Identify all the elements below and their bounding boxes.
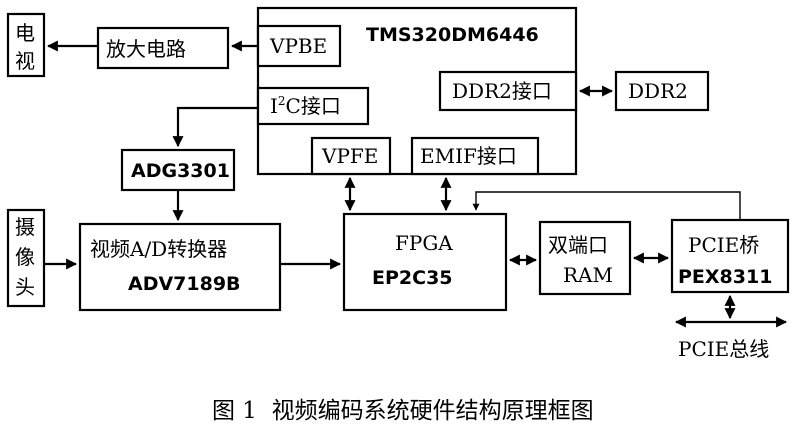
ddr2-label: DDR2	[628, 79, 688, 103]
camera-label-1: 摄	[15, 215, 35, 239]
tv-label: 电视	[15, 21, 35, 73]
dsp-label: TMS320DM6446	[366, 24, 539, 46]
fpga-block	[342, 212, 508, 312]
vpfe-block	[310, 136, 392, 176]
i2c-label: I2C接口	[270, 94, 341, 118]
camera-label-3: 头	[15, 275, 35, 299]
camera-block	[6, 208, 46, 308]
i2c-block	[256, 86, 370, 126]
pcie-bridge-block	[670, 218, 790, 294]
ddr2-interface-label: DDR2接口	[452, 79, 552, 103]
vpfe-label: VPFE	[321, 144, 378, 168]
pcie-to-fpga-line	[472, 191, 741, 220]
pcie-bridge-label-line2: PEX8311	[678, 266, 772, 288]
ram-label-line2: RAM	[563, 263, 613, 287]
figure-caption: 图 1 视频编码系统硬件结构原理框图	[212, 398, 594, 424]
pcie-bus-label: PCIE总线	[678, 337, 769, 361]
ddr2-block	[614, 70, 710, 112]
vpbe-block	[256, 24, 342, 68]
ddr2-interface-block	[438, 70, 578, 112]
amplifier-label: 放大电路	[106, 37, 186, 61]
dual-port-ram-block	[538, 220, 632, 296]
adg3301-label: ADG3301	[131, 160, 230, 182]
adc-block	[78, 222, 282, 312]
fpga-label-line1: FPGA	[395, 231, 453, 255]
camera-label-2: 像	[15, 245, 35, 269]
adc-label-line1: 视频A/D转换器	[90, 237, 227, 261]
vpbe-label: VPBE	[269, 34, 327, 58]
emif-block	[410, 136, 540, 176]
fpga-label-line2: EP2C35	[372, 267, 453, 289]
i2c-to-adg-arrow	[172, 106, 258, 148]
adc-label-line2: ADV7189B	[128, 273, 241, 295]
amplifier-block	[96, 26, 230, 70]
pcie-bridge-label-line1: PCIE桥	[688, 233, 759, 257]
adg3301-block	[120, 148, 236, 192]
ram-label-line1: 双端口	[548, 233, 608, 257]
emif-label: EMIF接口	[420, 144, 517, 168]
tv-block	[6, 12, 46, 78]
